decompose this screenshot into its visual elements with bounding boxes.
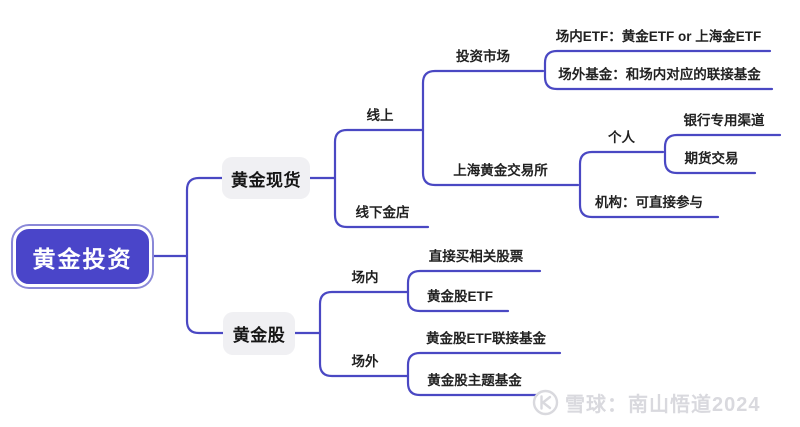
node-futures-trading[interactable]: 期货交易 [684,151,739,166]
node-gold-spot[interactable]: 黄金现货 [222,157,310,199]
node-gold-stock[interactable]: 黄金股 [223,312,295,355]
branch-on-exchange [406,269,542,313]
branch-individual [663,133,782,175]
node-individual[interactable]: 个人 [608,130,635,145]
node-bank-channel[interactable]: 银行专用渠道 [683,113,765,128]
watermark-text: 雪球：南山悟道2024 [565,394,761,416]
branch-off-exchange [406,351,562,397]
branch-spot [333,128,430,229]
node-off-exchange[interactable]: 场外 [351,354,379,369]
branch-invest-market [543,49,774,91]
branch-online [421,69,580,187]
node-on-exchange[interactable]: 场内 [351,270,379,285]
branch-goldstock [318,290,410,378]
node-root[interactable]: 黄金投资 [13,226,152,287]
node-sge[interactable]: 上海黄金交易所 [453,163,548,178]
node-gold-stock-etf[interactable]: 黄金股ETF [427,289,493,304]
node-onexchange-etf[interactable]: 场内ETF：黄金ETF or 上海金ETF [555,29,762,44]
node-etf-feeder-fund[interactable]: 黄金股ETF联接基金 [426,331,546,346]
node-offexchange-fund[interactable]: 场外基金：和场内对应的联接基金 [558,67,761,82]
node-online[interactable]: 线上 [366,108,394,123]
branch-root [185,176,225,335]
branch-sge [578,150,720,219]
node-theme-fund[interactable]: 黄金股主题基金 [427,373,522,388]
node-invest-market[interactable]: 投资市场 [456,49,510,64]
watermark: 雪球：南山悟道2024 [532,388,761,417]
node-buy-stocks[interactable]: 直接买相关股票 [428,249,524,264]
xueqiu-logo-icon [532,389,559,416]
node-institution[interactable]: 机构：可直接参与 [595,195,703,210]
node-offline-store[interactable]: 线下金店 [355,205,410,220]
